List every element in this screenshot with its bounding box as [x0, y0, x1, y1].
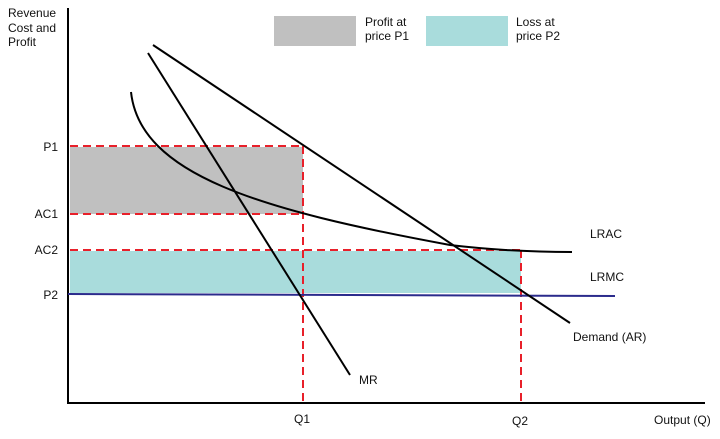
x-axis-title: Output (Q) [654, 413, 711, 427]
y-axis-title: Revenue Cost and Profit [8, 6, 57, 49]
series-label-lrmc: LRMC [590, 270, 625, 284]
legend-swatch-profit [274, 16, 356, 46]
lrac-curve [130, 91, 573, 253]
legend-swatch-loss [426, 16, 508, 46]
lrmc-line [67, 293, 616, 297]
y-tick-p2: P2 [43, 288, 58, 302]
loss-area [70, 251, 521, 293]
x-tick-q2: Q2 [512, 414, 529, 428]
demand-line [152, 44, 571, 324]
series-label-mr: MR [359, 373, 378, 387]
mr-line [147, 52, 351, 376]
legend-label-loss: Loss at price P2 [516, 15, 561, 43]
series-label-lrac: LRAC [590, 227, 623, 241]
series-label-demand: Demand (AR) [573, 330, 647, 344]
y-tick-p1: P1 [43, 140, 58, 154]
x-tick-q1: Q1 [294, 412, 311, 426]
y-tick-ac2: AC2 [34, 243, 58, 257]
guide-lines [70, 145, 522, 403]
y-tick-ac1: AC1 [34, 207, 58, 221]
legend-label-profit: Profit at price P1 [365, 15, 410, 43]
